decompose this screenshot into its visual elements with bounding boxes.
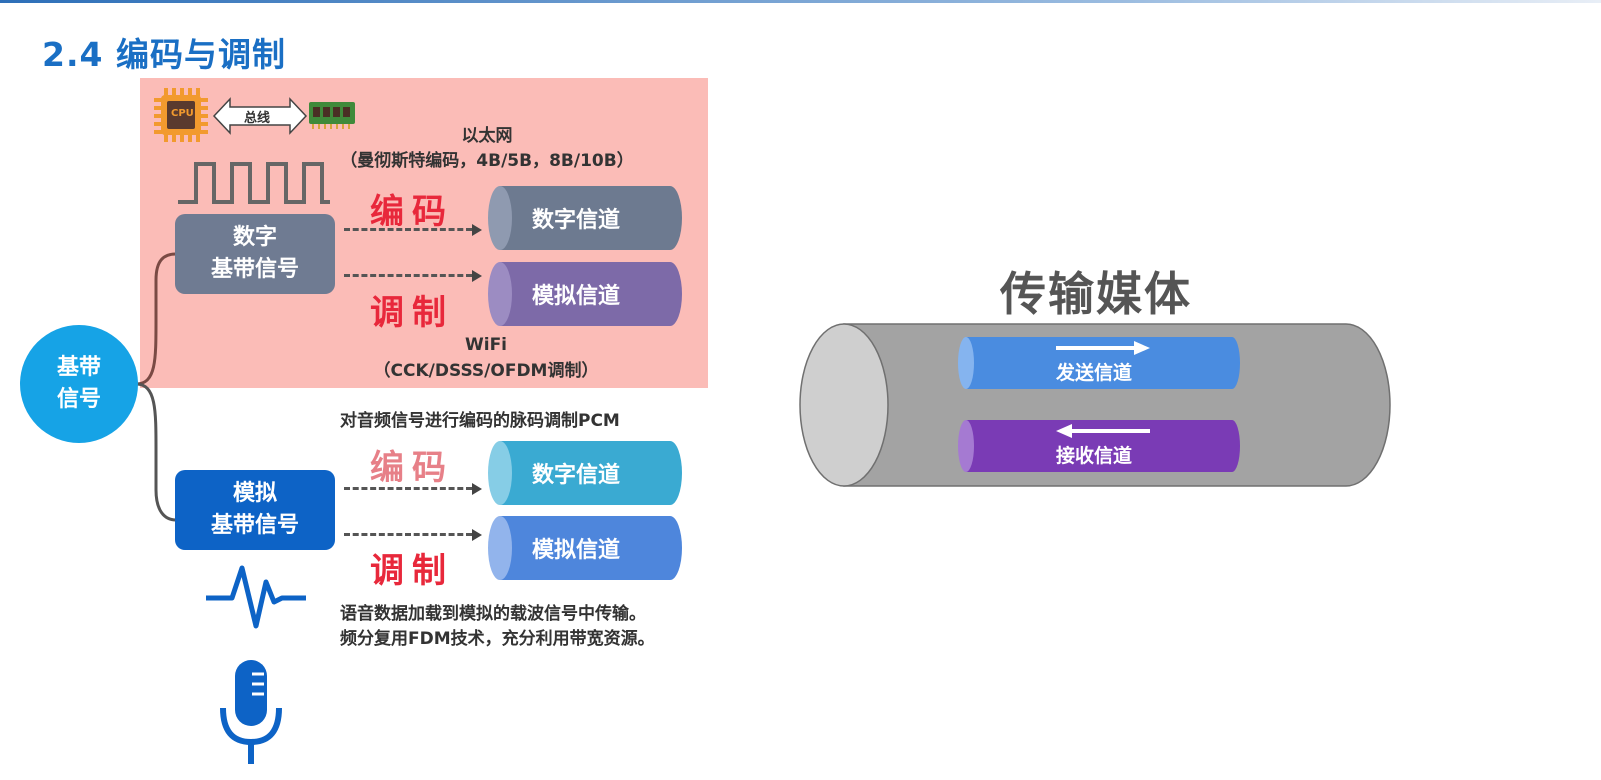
analog-modulate-label: 调制 (370, 551, 454, 591)
bus-arrow-icon: 总线 (212, 96, 308, 136)
memory-icon (308, 100, 356, 130)
analog-channel-label-2: 模拟信道 (532, 538, 621, 563)
slide-title: 2.4 编码与调制 (42, 35, 286, 74)
square-wave-icon (176, 160, 332, 206)
bus-label: 总线 (244, 111, 271, 126)
receive-direction-arrow-icon (1054, 423, 1152, 439)
transmission-medium-title: 传输媒体 (1000, 267, 1192, 321)
analog-baseband-label: 模拟 基带信号 (210, 481, 299, 538)
wifi-note-line-2: （CCK/DSSS/OFDM调制） (373, 361, 599, 381)
digital-baseband-box: 数字 基带信号 (175, 214, 335, 294)
analog-modulate-arrowhead (472, 529, 482, 541)
wifi-note: WiFi （CCK/DSSS/OFDM调制） (336, 332, 636, 384)
microphone-icon (218, 656, 284, 766)
baseband-signal-node: 基带 信号 (20, 325, 138, 443)
analog-channel-label-1: 模拟信道 (532, 284, 621, 309)
digital-modulate-label: 调制 (370, 293, 454, 333)
ethernet-note-line-1: 以太网 (461, 126, 513, 146)
ethernet-note: 以太网 （曼彻斯特编码，4B/5B，8B/10B） (322, 124, 652, 174)
digital-channel-cylinder-2: 数字信道 (486, 439, 684, 507)
digital-encode-label: 编码 (370, 192, 454, 232)
analog-modulate-arrow (344, 533, 472, 536)
digital-baseband-label: 数字 基带信号 (210, 225, 299, 282)
cpu-label: CPU (171, 108, 194, 119)
cpu-icon: CPU (152, 86, 210, 144)
digital-encode-arrow (344, 228, 472, 231)
wifi-note-line-1: WiFi (464, 335, 508, 355)
send-direction-arrow-icon (1054, 340, 1152, 356)
analog-channel-cylinder-2: 模拟信道 (486, 514, 684, 582)
digital-channel-label-2: 数字信道 (532, 463, 621, 488)
digital-modulate-arrow (344, 274, 472, 277)
analog-encode-arrowhead (472, 483, 482, 495)
digital-channel-label-1: 数字信道 (532, 208, 621, 233)
fdm-note-line-1: 语音数据加载到模拟的载波信号中传输。 (340, 604, 646, 624)
digital-channel-cylinder-1: 数字信道 (486, 184, 684, 252)
send-channel-label: 发送信道 (1056, 362, 1133, 384)
fdm-note-line-2: 频分复用FDM技术，充分利用带宽资源。 (340, 629, 655, 649)
digital-encode-arrowhead (472, 224, 482, 236)
analog-encode-label: 编码 (370, 448, 454, 488)
top-border-line (0, 0, 1601, 3)
fdm-note: 语音数据加载到模拟的载波信号中传输。 频分复用FDM技术，充分利用带宽资源。 (340, 602, 655, 652)
receive-channel-label: 接收信道 (1056, 445, 1133, 467)
pcm-note: 对音频信号进行编码的脉码调制PCM (340, 411, 620, 431)
tree-connector (135, 252, 177, 522)
receive-channel-tube (956, 418, 1240, 474)
ethernet-note-line-2: （曼彻斯特编码，4B/5B，8B/10B） (340, 151, 634, 171)
analog-encode-arrow (344, 487, 472, 490)
analog-channel-cylinder-1: 模拟信道 (486, 260, 684, 328)
waveform-icon (204, 562, 308, 632)
analog-baseband-box: 模拟 基带信号 (175, 470, 335, 550)
digital-modulate-arrowhead (472, 270, 482, 282)
send-channel-tube (956, 335, 1240, 391)
baseband-signal-label: 基带 信号 (56, 355, 101, 412)
